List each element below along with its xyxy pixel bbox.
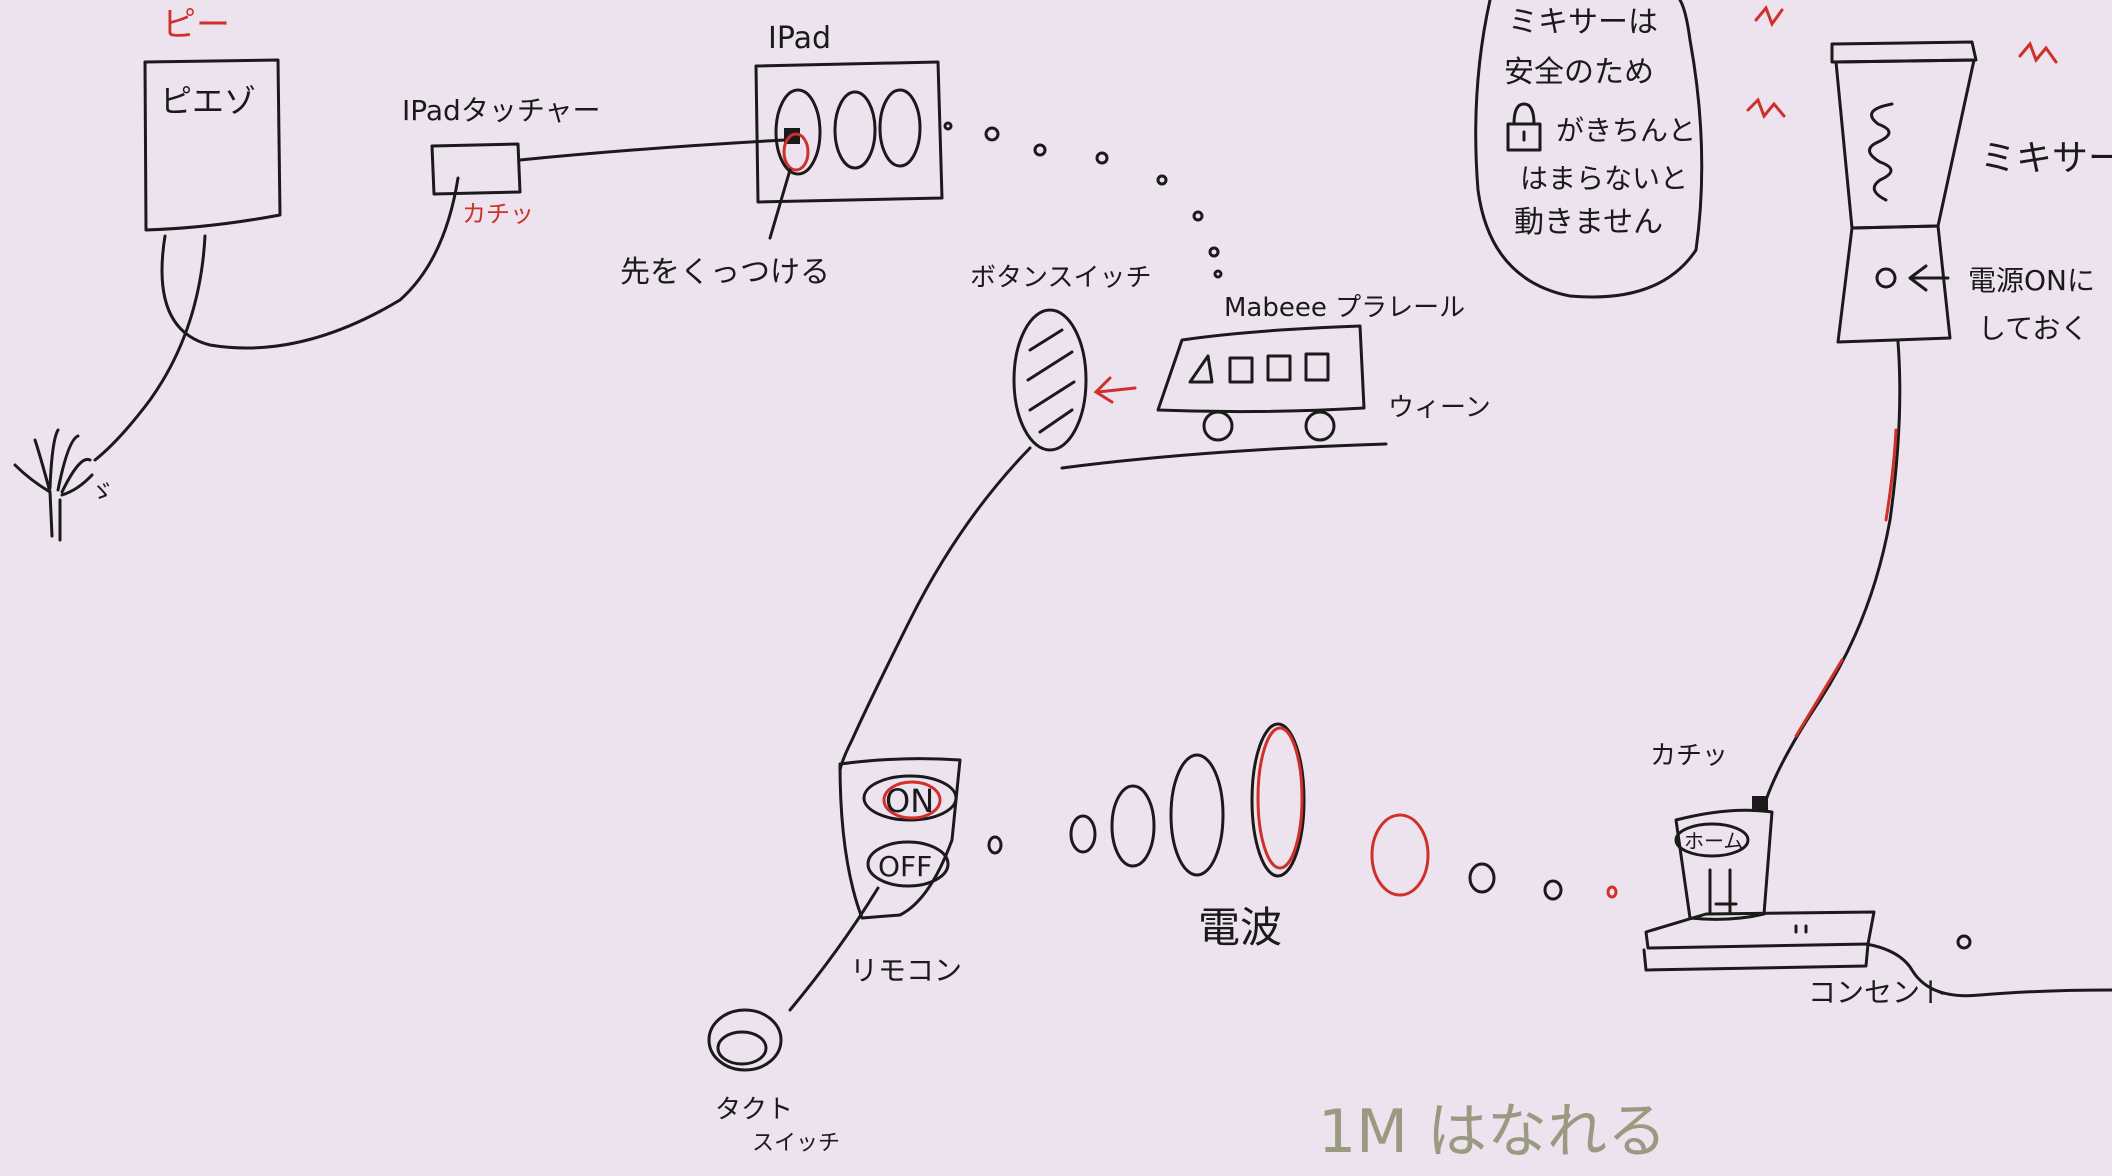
outlet-cord-end	[1956, 934, 1972, 950]
radio-wave	[1250, 722, 1306, 878]
home-label: ホーム	[1684, 829, 1743, 853]
touch-mark: ゞ	[90, 478, 114, 506]
radio-wave	[1110, 784, 1156, 868]
smart-plug-led	[1752, 796, 1768, 812]
radio-wave	[1543, 879, 1563, 901]
mixer-note-bubble	[1474, 0, 1704, 299]
mixer-jar	[1834, 58, 1976, 230]
ipad-toucher-box	[430, 142, 522, 196]
mixer-note-line-5: 動きません	[1514, 205, 1663, 240]
outlet-cord	[1864, 942, 2112, 998]
ipad-icon	[754, 60, 944, 204]
button-switch[interactable]	[1012, 308, 1088, 452]
attach-tip-label: 先をくっつける	[620, 255, 830, 290]
mixer-note-line-2: 安全のため	[1504, 55, 1654, 90]
radio-wave	[1169, 753, 1225, 877]
on-label: ON	[885, 782, 934, 820]
mixer-base	[1836, 224, 1952, 344]
ipad-toucher-label: IPadタッチャー	[402, 94, 601, 127]
off-button[interactable]	[866, 840, 950, 888]
mixer-lid	[1830, 40, 1978, 64]
mixer-note-line-3: がきちんと	[1556, 114, 1696, 147]
on-button-red	[882, 780, 942, 820]
kachi-toucher-label: カチッ	[462, 200, 534, 228]
radio-wave-red	[1606, 885, 1618, 899]
tact-switch-label-2: スイッチ	[752, 1131, 840, 1156]
radio-wave	[987, 835, 1003, 855]
mixer-note-line-1: ミキサーは	[1508, 5, 1658, 40]
tact-switch-body	[707, 1008, 783, 1072]
tact-switch-label-1: タクト	[715, 1095, 793, 1125]
toucher-ipad-wire	[518, 138, 787, 162]
distance-label: 1M はなれる	[1318, 1097, 1667, 1167]
button-switch-hatch	[1026, 328, 1076, 434]
train-window	[1228, 356, 1254, 384]
radio-wave-red	[1256, 726, 1304, 870]
ipad-wave-dot	[1033, 143, 1047, 157]
lock-icon	[1506, 102, 1542, 152]
ipad-wave-dot	[1156, 174, 1168, 186]
rail-line	[1060, 442, 1388, 470]
kachi-outlet-label: カチッ	[1650, 741, 1728, 771]
mixer-cord-red	[1794, 428, 1898, 738]
ipad-app-1	[774, 88, 822, 176]
outlet-strip	[1642, 910, 1876, 972]
mixer-label: ミキサー	[1980, 138, 2112, 179]
toucher-tip-red	[782, 132, 810, 172]
ipad-wave-dot	[984, 126, 1000, 142]
plug-prongs	[1708, 868, 1738, 914]
ipad-wave-dot	[1192, 210, 1204, 222]
on-button[interactable]	[862, 774, 958, 822]
ipad-wave-dot	[1213, 269, 1223, 279]
piezo-wire	[160, 176, 460, 350]
tact-switch-button[interactable]	[716, 1030, 768, 1066]
mabeee-label: Mabeee プラレール	[1224, 293, 1465, 323]
mixer-shake-marks	[1746, 5, 2058, 119]
piezo-touch-wire	[93, 234, 207, 462]
radio-wave	[1468, 862, 1496, 894]
train-window	[1266, 354, 1292, 382]
pee-label: ピー	[162, 5, 230, 45]
train-wheel	[1202, 410, 1234, 442]
power-on-line-2: しておく	[1978, 312, 2088, 345]
power-arrow-icon	[1908, 264, 1950, 292]
radio-wave	[1069, 814, 1097, 854]
power-on-line-1: 電源ONに	[1968, 264, 2095, 297]
piezo-label: ピエゾ	[160, 82, 256, 120]
train-window	[1304, 352, 1330, 382]
ipad-wave-dot	[943, 121, 953, 131]
train-window	[1188, 354, 1214, 384]
train-body	[1156, 324, 1366, 414]
off-label: OFF	[878, 850, 932, 883]
ipad-app-2	[833, 90, 877, 170]
outlet-label: コンセント	[1808, 976, 1948, 1009]
button-remote-wire	[838, 446, 1032, 772]
radio-wave-red	[1370, 813, 1430, 897]
mixer-note-line-4: はまらないと	[1520, 162, 1688, 195]
outlet-socket	[1794, 924, 1808, 934]
remote-body	[838, 757, 962, 920]
vroom-label: ウィーン	[1388, 393, 1491, 423]
remote-tact-wire	[788, 886, 880, 1012]
train-arrow-icon	[1093, 376, 1137, 404]
piezo-box	[143, 58, 282, 232]
mixer-blade-icon	[1868, 102, 1894, 202]
ipad-app-3	[878, 88, 922, 168]
ipad-wave-dot	[1208, 246, 1220, 258]
radio-wave-label: 電波	[1198, 903, 1282, 952]
ipad-wave-dot	[1095, 151, 1109, 165]
hand-icon	[13, 428, 94, 542]
train-wheel	[1304, 410, 1336, 442]
mixer-cord	[1764, 340, 1902, 802]
smart-plug-body	[1674, 808, 1774, 921]
mixer-power-switch[interactable]	[1875, 267, 1897, 289]
ipad-label: IPad	[768, 21, 831, 56]
attach-tip-pointer	[768, 168, 792, 240]
button-switch-label: ボタンスイッチ	[970, 263, 1151, 293]
remote-label: リモコン	[850, 954, 962, 987]
home-button[interactable]	[1674, 822, 1750, 858]
